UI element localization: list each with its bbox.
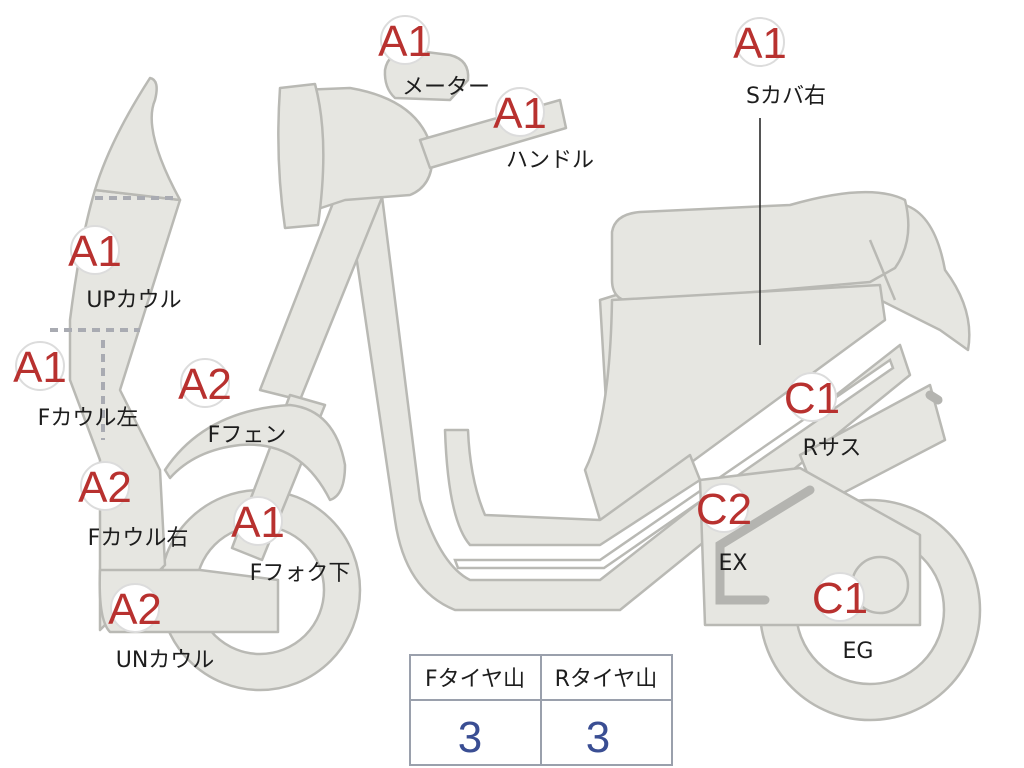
headlight xyxy=(277,82,325,230)
label-rear-suspension: C1 Rサス xyxy=(784,372,862,461)
grade-code: C1 xyxy=(812,574,868,623)
grade-badge: A2 xyxy=(78,461,132,512)
grade-code: A2 xyxy=(178,360,232,409)
grade-code: A1 xyxy=(231,498,285,547)
part-name: メーター xyxy=(402,75,490,100)
rear-tire-header: Rタイヤ山 xyxy=(555,667,658,692)
grade-code: A1 xyxy=(13,343,67,392)
front-cowl xyxy=(68,188,182,632)
grade-code: A2 xyxy=(108,585,162,634)
label-side-cover-right: A1 Sカバ右 xyxy=(733,17,826,109)
part-name: Rサス xyxy=(803,436,862,461)
front-cowl-top xyxy=(93,76,182,202)
tire-tread-table: Fタイヤ山 Rタイヤ山 3 3 xyxy=(409,654,673,766)
label-under-cowl: A2 UNカウル xyxy=(108,583,215,673)
front-fender xyxy=(163,403,347,502)
grade-code: C2 xyxy=(696,485,752,534)
grade-badge: C2 xyxy=(696,483,752,534)
grade-badge: A1 xyxy=(68,225,122,276)
part-name: EX xyxy=(719,551,748,576)
part-name: Fカウル右 xyxy=(88,526,189,551)
frame-gap xyxy=(453,358,895,570)
grade-badge: A2 xyxy=(108,583,162,634)
grade-code: A1 xyxy=(493,89,547,138)
grade-badge: A1 xyxy=(378,15,432,66)
grade-badge: A1 xyxy=(733,17,787,68)
label-upper-cowl: A1 UPカウル xyxy=(68,225,182,313)
seat-seam xyxy=(868,239,897,301)
label-front-fender: A2 Fフェン xyxy=(178,358,287,448)
grade-badge: A2 xyxy=(178,358,232,409)
part-name: Sカバ右 xyxy=(746,84,826,109)
grade-badge: C1 xyxy=(812,572,868,623)
part-name: EG xyxy=(843,639,874,664)
part-name: Fフェン xyxy=(208,423,287,448)
front-tire-header: Fタイヤ山 xyxy=(425,667,525,692)
part-name: Fカウル左 xyxy=(38,406,139,431)
grade-code: C1 xyxy=(784,374,840,423)
part-name: ハンドル xyxy=(506,148,594,173)
rear-tire-value: 3 xyxy=(586,713,610,762)
grade-badge: C1 xyxy=(784,372,840,423)
grade-badge: A1 xyxy=(13,341,67,392)
grade-code: A1 xyxy=(733,19,787,68)
grade-badge: A1 xyxy=(231,496,285,547)
main-frame xyxy=(343,178,912,612)
exhaust-pipe xyxy=(715,485,815,605)
label-front-cowl-left: A1 Fカウル左 xyxy=(13,341,139,431)
label-meter: A1 メーター xyxy=(378,15,490,100)
front-tire-value: 3 xyxy=(458,713,482,762)
label-engine: C1 EG xyxy=(812,572,874,664)
part-name: Fフォク下 xyxy=(250,561,351,586)
label-front-fork-lower: A1 Fフォク下 xyxy=(231,496,351,586)
grade-badge: A1 xyxy=(493,87,547,138)
shock-mount xyxy=(925,390,943,405)
grade-code: A1 xyxy=(68,227,122,276)
label-handle: A1 ハンドル xyxy=(493,87,594,173)
grade-code: A1 xyxy=(378,17,432,66)
part-name: UPカウル xyxy=(86,288,181,313)
label-front-cowl-right: A2 Fカウル右 xyxy=(78,461,189,551)
grade-code: A2 xyxy=(78,463,132,512)
label-exhaust: C2 EX xyxy=(696,483,752,576)
part-name: UNカウル xyxy=(116,648,215,673)
